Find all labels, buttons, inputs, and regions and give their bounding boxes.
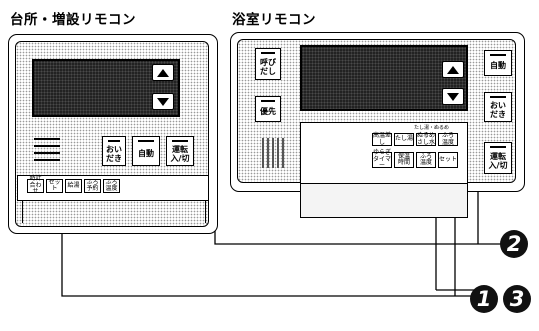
- kitchen-remote-heading: 台所・増設リモコン: [10, 12, 136, 28]
- bath-panel-button-3[interactable]: ぬるめ さし水: [416, 132, 436, 146]
- bath-auto-button[interactable]: 自動: [484, 50, 512, 76]
- triangle-down-icon: [447, 92, 459, 101]
- bath-panel-button-6[interactable]: 保温 時間: [394, 152, 414, 168]
- bath-panel-button-4[interactable]: ふろ 温度: [438, 132, 458, 146]
- kitchen-bottom-frame: [22, 201, 206, 223]
- kitchen-power-button[interactable]: 運転 入/切: [166, 136, 194, 166]
- bath-bottom-cover: [300, 184, 468, 218]
- bath-remote-heading: 浴室リモコン: [232, 12, 316, 28]
- bath-panel-button-2[interactable]: たし湯: [394, 133, 414, 146]
- kitchen-set-button[interactable]: セット: [46, 179, 63, 193]
- callout-badge-1: 1: [470, 285, 498, 313]
- kitchen-hotwater-button[interactable]: 給湯: [65, 179, 82, 193]
- bath-call-button[interactable]: 呼び だし: [255, 48, 281, 80]
- triangle-up-icon: [157, 68, 169, 77]
- kitchen-reserve-button[interactable]: ふろ 予約: [84, 179, 101, 193]
- bath-priority-button[interactable]: 優先: [255, 96, 281, 122]
- vent-slots: [262, 138, 286, 168]
- callout-badge-3: 3: [503, 285, 531, 313]
- triangle-down-icon: [157, 97, 169, 106]
- callout-badge-2: 2: [500, 230, 528, 258]
- bath-panel-button-7[interactable]: ふろ 温度: [416, 152, 436, 168]
- bath-panel-button-1[interactable]: 高温差し: [372, 132, 392, 146]
- bath-display: [300, 45, 468, 111]
- bath-panel-button-8[interactable]: セット: [438, 152, 458, 168]
- bath-power-button[interactable]: 運転 入/切: [484, 142, 512, 174]
- kitchen-oidaki-button[interactable]: おい だき: [102, 136, 126, 166]
- kitchen-auto-button[interactable]: 自動: [132, 136, 160, 166]
- bath-up-button[interactable]: [442, 61, 464, 78]
- triangle-up-icon: [447, 65, 459, 74]
- speaker-grille: [34, 138, 60, 164]
- kitchen-temp-button[interactable]: ふろ 温度: [103, 179, 120, 193]
- bath-panel-header: たし湯・ぬるめ: [414, 125, 450, 131]
- kitchen-down-button[interactable]: [152, 93, 174, 110]
- bath-panel-button-5[interactable]: ゆらぎ タイマー: [372, 149, 392, 170]
- kitchen-clock-button[interactable]: 時計 合わせ: [27, 176, 44, 195]
- bath-oidaki-button[interactable]: おい だき: [484, 92, 512, 122]
- bath-down-button[interactable]: [442, 88, 464, 105]
- kitchen-up-button[interactable]: [152, 64, 174, 81]
